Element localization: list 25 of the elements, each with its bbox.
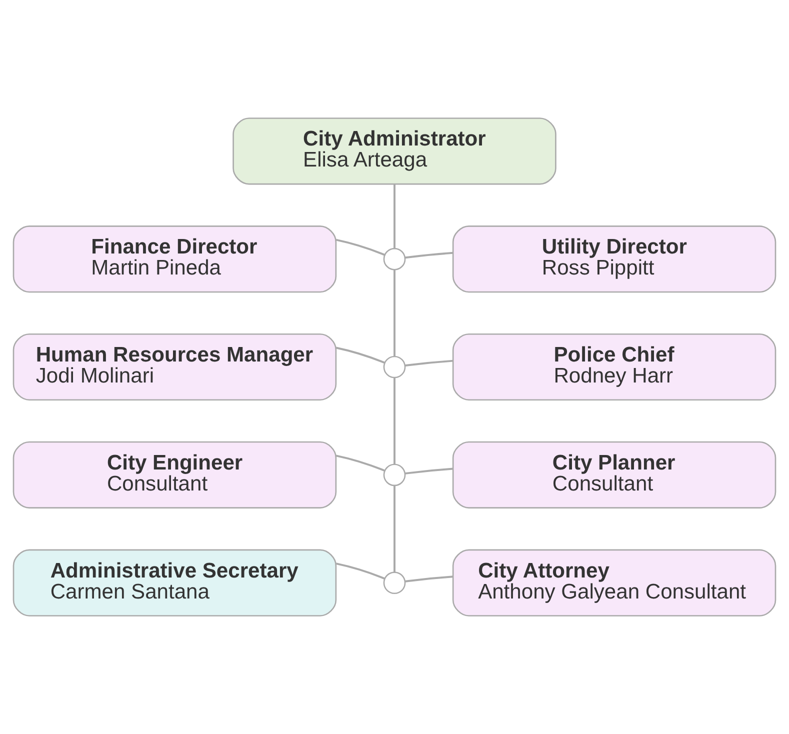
connector [394,184,396,248]
node-box: City Attorney Anthony Galyean Consultant [452,549,776,616]
connector [394,270,396,356]
node-box: City Planner Consultant [452,441,776,508]
connector [336,238,385,256]
node-circle [383,248,406,270]
node-circle [383,572,406,594]
connector [405,468,454,474]
node-box: City Engineer Consultant [12,441,337,508]
node-box: Finance Director Martin Pineda [12,226,337,293]
node-circle [383,464,406,486]
node-box: City Administrator Elisa Arteaga [232,118,556,185]
node-box: Utility Director Ross Pippitt [452,226,776,293]
connector [405,360,454,367]
connector [394,378,396,464]
node-box: Administrative Secretary Carmen Santana [12,549,337,616]
connector [336,454,385,472]
node-box: Police Chief Rodney Harr [452,333,776,401]
connector [394,486,396,572]
node-box: Human Resources Manager Jodi Molinari [12,333,337,401]
connector [336,346,385,364]
node-circle [383,356,406,378]
connector [405,576,454,582]
connector [336,562,385,580]
connector [405,252,454,259]
